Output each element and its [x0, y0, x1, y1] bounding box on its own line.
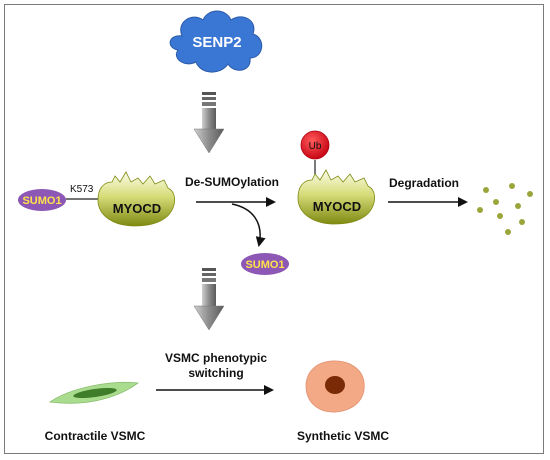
sumo1-left-label: SUMO1: [22, 195, 61, 207]
sumo1-left: SUMO1: [18, 189, 66, 211]
switching-label-line2: switching: [188, 366, 243, 380]
contractile-label: Contractile VSMC: [45, 429, 146, 443]
sumo1-released: SUMO1: [241, 253, 289, 275]
myocd-left-label: MYOCD: [113, 201, 161, 216]
myocd-left: MYOCD: [97, 171, 176, 227]
diagram-frame: [4, 4, 544, 454]
myocd-right-label: MYOCD: [313, 199, 361, 214]
desumoylation-label: De-SUMOylation: [185, 175, 279, 189]
k573-label: K573: [70, 184, 94, 195]
switching-label-line1: VSMC phenotypic: [165, 351, 267, 365]
degradation-fragments: [477, 183, 533, 235]
synthetic-label: Synthetic VSMC: [297, 429, 389, 443]
ub-circle: Ub: [300, 130, 330, 160]
degradation-label: Degradation: [389, 176, 459, 190]
senp2-cloud: SENP2: [169, 10, 263, 73]
ub-label: Ub: [309, 141, 322, 152]
big-down-arrow-bottom: [193, 268, 225, 331]
sumo1-released-label: SUMO1: [245, 259, 284, 271]
big-down-arrow-top: [193, 92, 225, 154]
senp2-label: SENP2: [192, 34, 241, 51]
myocd-right: MYOCD: [297, 169, 376, 225]
sumo-release-arrow: [231, 203, 266, 247]
contractile-cell: [48, 382, 140, 404]
synthetic-cell: [305, 360, 365, 413]
